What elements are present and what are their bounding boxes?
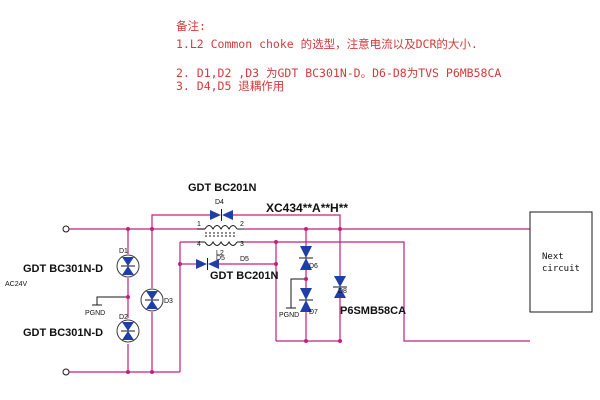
choke-pin-1: 1 xyxy=(197,221,201,228)
diode-d5: D5 D5 xyxy=(196,255,249,270)
junction-dot xyxy=(304,227,308,231)
choke-winding-bottom xyxy=(204,240,238,246)
pgnd-right-stub xyxy=(290,278,306,308)
junction-dot xyxy=(150,227,154,231)
ground-stubs xyxy=(92,278,306,309)
choke-l2: 1 2 4 3 L2 xyxy=(197,221,244,257)
tvs-d8: D8 xyxy=(333,276,347,298)
d8-triangle-top xyxy=(334,276,346,287)
d5-triangle-right xyxy=(208,259,219,269)
label-gdt-top: GDT BC201N xyxy=(188,182,257,194)
terminal-bottom xyxy=(62,368,70,376)
d4-triangle-left xyxy=(210,210,221,220)
terminals xyxy=(62,225,70,376)
d3-body xyxy=(140,288,164,312)
d4-refdes: D4 xyxy=(215,199,224,206)
junction-dot xyxy=(126,227,130,231)
note-line-2: 2. D1,D2 ,D3 为GDT BC301N-D。D6-D8为TVS P6M… xyxy=(176,66,501,80)
d1-triangle-top xyxy=(122,257,134,266)
d2-triangle-top xyxy=(122,322,134,331)
note-line-1: 1.L2 Common choke 的选型，注意电流以及DCR的大小. xyxy=(176,37,478,51)
junctions xyxy=(126,227,342,374)
d5-triangle-left xyxy=(196,259,207,269)
gdt-d3: D3 xyxy=(140,288,173,312)
notes-block: 备注: 1.L2 Common choke 的选型，注意电流以及DCR的大小. … xyxy=(176,19,501,93)
d1-body xyxy=(116,254,140,278)
next-circuit-box: Next circuit xyxy=(529,211,593,313)
d5-refdes: D5 xyxy=(216,255,225,262)
note-line-3: 3. D4,D5 退耦作用 xyxy=(176,79,284,93)
d2-body xyxy=(116,319,140,343)
junction-dot xyxy=(338,227,342,231)
d3-refdes: D3 xyxy=(164,298,173,305)
choke-pin-2: 2 xyxy=(240,221,244,228)
choke-pin-4: 4 xyxy=(197,241,201,248)
choke-pin-3: 3 xyxy=(240,241,244,248)
d6-triangle-top xyxy=(300,246,312,258)
d1-triangle-bottom xyxy=(122,266,134,275)
d7-refdes: D7 xyxy=(309,309,318,316)
d1-refdes: D1 xyxy=(119,248,128,255)
label-gdt-d1: GDT BC301N-D xyxy=(23,263,103,275)
junction-dot xyxy=(178,262,182,266)
junction-dot xyxy=(304,339,308,343)
d3-triangle-bottom xyxy=(146,300,158,309)
d6-triangle-bottom xyxy=(300,258,312,270)
wire-to-next-lower xyxy=(276,241,530,342)
label-ac24v: AC24V xyxy=(5,281,28,288)
label-choke: XC434**A**H** xyxy=(266,201,348,215)
wire-d4-left xyxy=(151,214,210,229)
diode-d4: D4 xyxy=(210,199,233,221)
component-labels: GDT BC201N XC434**A**H** GDT BC201N GDT … xyxy=(5,182,406,339)
d4-triangle-right xyxy=(222,210,233,220)
gdt-d1: D1 xyxy=(116,248,140,278)
d8-refdes: D8 xyxy=(338,288,347,295)
junction-dot xyxy=(150,370,154,374)
label-pgnd-right: PGND xyxy=(279,312,299,319)
label-pgnd-left: PGND xyxy=(85,310,105,317)
next-circuit-rect xyxy=(529,211,593,313)
terminal-top xyxy=(62,225,70,233)
choke-winding-top xyxy=(204,225,238,231)
d6-refdes: D6 xyxy=(309,263,318,270)
next-circuit-label-1: Next xyxy=(542,252,564,262)
notes-title: 备注: xyxy=(176,19,206,33)
d2-refdes: D2 xyxy=(119,314,128,321)
d3-triangle-top xyxy=(146,291,158,300)
wire-d4-right xyxy=(233,214,341,276)
choke-refdes: L2 xyxy=(216,250,224,257)
junction-dot xyxy=(126,295,130,299)
label-gdt-d2: GDT BC301N-D xyxy=(23,327,103,339)
pgnd-left-stub xyxy=(96,296,128,305)
junction-dot xyxy=(338,339,342,343)
junction-dot xyxy=(126,370,130,374)
tvs-d7: D7 xyxy=(299,288,318,316)
junction-dot xyxy=(274,240,278,244)
tvs-d6: D6 xyxy=(299,246,318,270)
d2-triangle-bottom xyxy=(122,331,134,340)
label-tvs: P6SMB58CA xyxy=(340,305,406,317)
next-circuit-label-2: circuit xyxy=(542,264,580,274)
junction-dot xyxy=(304,277,308,281)
d7-triangle-bottom xyxy=(300,300,312,312)
junction-dot xyxy=(274,262,278,266)
d5-refdes-right: D5 xyxy=(240,256,249,263)
label-gdt-mid: GDT BC201N xyxy=(210,270,279,282)
d8-triangle-bottom xyxy=(334,287,346,298)
gdt-d2: D2 xyxy=(116,314,140,343)
d7-triangle-top xyxy=(300,288,312,300)
wires xyxy=(69,214,530,373)
